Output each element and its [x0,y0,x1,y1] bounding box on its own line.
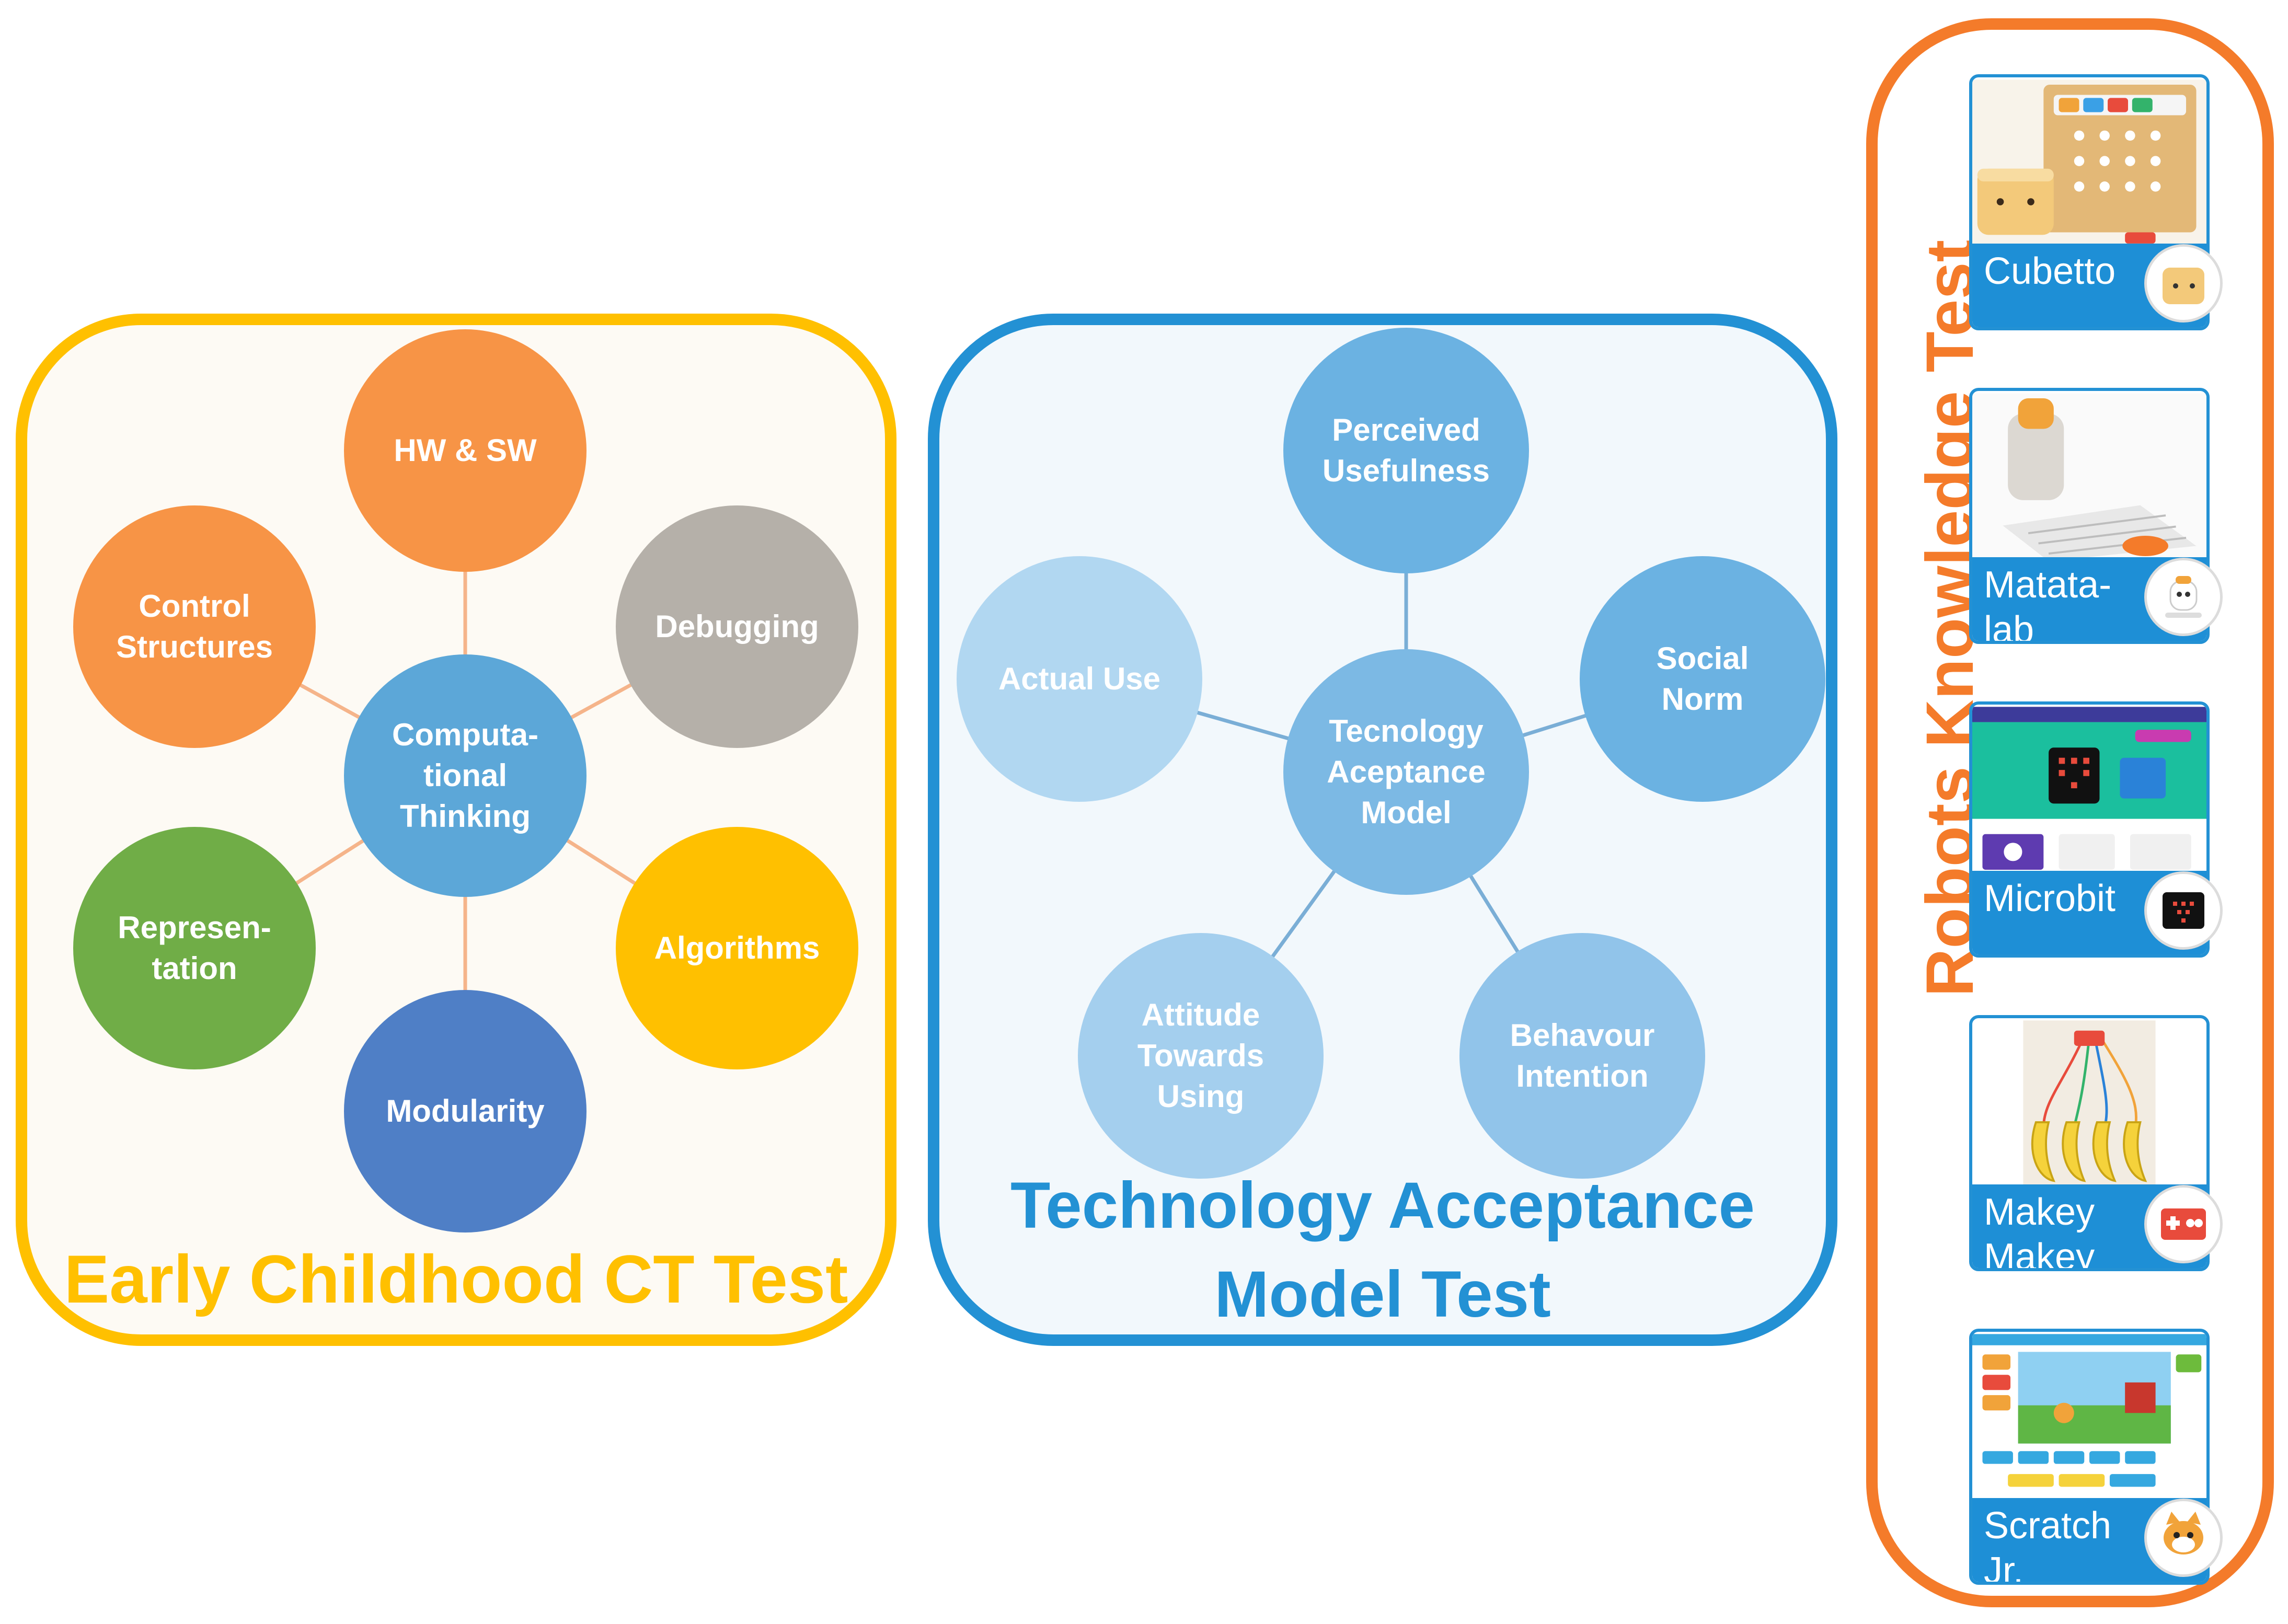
algorithms-node: Algorithms [616,827,858,1069]
control-structures-node: Control Structures [73,505,316,748]
microbit-icon [2144,871,2223,950]
matatalab-icon [2144,558,2223,636]
cubetto-icon [2144,244,2223,323]
scratch-jr-image [1972,1334,2206,1502]
robot-card-makey-makey: Makey Makey [1969,1015,2210,1271]
robot-card-microbit: Microbit [1969,701,2210,958]
technology-acceptance-model-node: Tecnology Aceptance Model [1283,649,1529,895]
actual-use-node: Actual Use [957,556,1202,802]
makey-makey-image [1972,1020,2206,1189]
tam-test-title: Technology Acceptance Model Test [1010,1169,1755,1331]
cubetto-image [1972,79,2206,248]
ct-test-panel: Computa- tional Thinking HW & SW Debuggi… [16,314,896,1346]
perceived-usefulness-node: Perceived Usefulness [1283,328,1529,573]
robots-test-panel: Robots Knowledge Test Cubetto [1866,18,2274,1607]
tam-test-panel: Tecnology Aceptance Model Perceived Usef… [928,314,1837,1346]
debugging-node: Debugging [616,505,858,748]
representation-node: Represen- tation [73,827,316,1069]
attitude-towards-using-node: Attitude Towards Using [1078,933,1324,1179]
behaviour-intention-node: Behavour Intention [1459,933,1705,1179]
matatalab-image [1972,393,2206,561]
microbit-image [1972,707,2206,875]
modularity-node: Modularity [344,990,587,1233]
ct-test-title: Early Childhood CT Test [64,1241,848,1317]
robot-label-scratch-jr: Scratch Jr. [1972,1498,2206,1582]
social-norm-node: Social Norm [1580,556,1825,802]
makey-makey-icon [2144,1185,2223,1263]
computational-thinking-node: Computa- tional Thinking [344,654,587,897]
scratch-cat-icon [2144,1499,2223,1577]
hw-sw-node: HW & SW [344,329,587,572]
